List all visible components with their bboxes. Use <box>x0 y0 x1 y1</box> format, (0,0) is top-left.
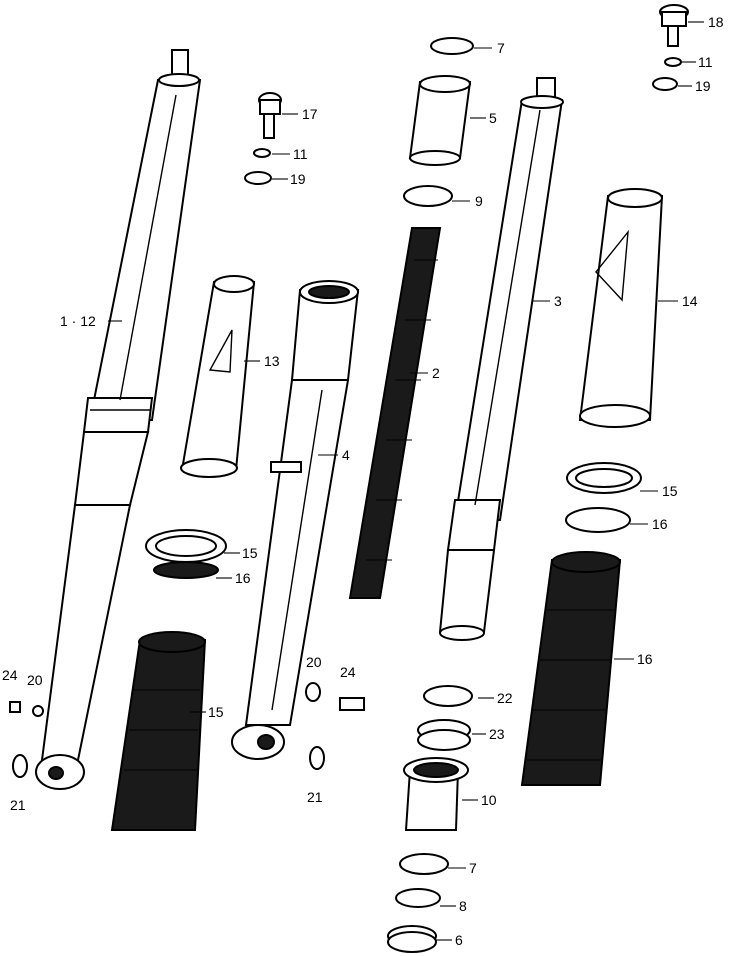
callout-19-top: 19 <box>695 78 711 94</box>
washer-top-right <box>652 77 678 91</box>
fork-tube-right <box>438 77 564 641</box>
callout-16-mid: 16 <box>235 570 251 586</box>
dust-boot-right <box>520 551 622 786</box>
callout-5: 5 <box>489 110 497 126</box>
callout-6: 6 <box>455 932 463 948</box>
callout-19-left: 19 <box>290 171 306 187</box>
washer-20-left <box>32 705 44 717</box>
nut-6 <box>387 925 437 953</box>
callout-9: 9 <box>475 193 483 209</box>
seal-holder-mid <box>145 529 227 579</box>
callout-11-top: 11 <box>698 54 713 70</box>
callout-4: 4 <box>342 447 350 463</box>
washer-21-left <box>12 754 28 778</box>
bushing-10 <box>403 757 469 831</box>
callout-1-12: 1 · 12 <box>60 313 96 329</box>
callout-18: 18 <box>708 14 724 30</box>
bushing <box>408 75 472 166</box>
o-ring-top <box>430 37 474 55</box>
callout-20-mid: 20 <box>306 654 322 670</box>
callout-13: 13 <box>264 353 280 369</box>
bushing-23 <box>417 719 471 751</box>
fork-slider <box>231 280 360 760</box>
callout-17: 17 <box>302 106 318 122</box>
ring-9 <box>403 185 453 207</box>
callout-11-left: 11 <box>293 146 308 162</box>
callout-labels: 7 18 11 19 5 17 11 19 9 3 14 1 · 12 13 2… <box>2 14 724 948</box>
callout-20-left: 20 <box>27 672 43 688</box>
callout-2: 2 <box>432 365 440 381</box>
fork-tube-left <box>35 49 202 790</box>
leader-lines <box>108 21 704 941</box>
callout-15-boot: 15 <box>208 704 224 720</box>
clip-8 <box>395 888 441 908</box>
o-ring-bottom <box>399 853 449 875</box>
callout-3: 3 <box>554 293 562 309</box>
screw-24-left <box>9 701 21 713</box>
callout-24-left: 24 <box>2 667 18 683</box>
drain-bolt-left <box>258 92 282 139</box>
callout-22: 22 <box>497 690 513 706</box>
washer-21-mid <box>309 746 325 770</box>
callout-21-left: 21 <box>10 797 26 813</box>
callout-24-mid: 24 <box>340 664 356 680</box>
o-ring-small-top <box>664 57 682 67</box>
callout-15-right: 15 <box>662 483 678 499</box>
callout-7-bottom: 7 <box>469 860 477 876</box>
washer-20-mid <box>305 682 321 702</box>
seal-holder-right-inner <box>575 468 633 488</box>
callout-23: 23 <box>489 726 505 742</box>
callout-8: 8 <box>459 898 467 914</box>
callout-15-mid: 15 <box>242 545 258 561</box>
callout-21-mid: 21 <box>307 789 323 805</box>
screw-24-mid <box>339 697 365 711</box>
callout-16-right: 16 <box>652 516 668 532</box>
washer-left <box>244 171 272 185</box>
fork-cover-left <box>180 275 256 478</box>
callout-10: 10 <box>481 792 497 808</box>
bolt-top-right <box>659 4 689 47</box>
callout-14: 14 <box>682 293 698 309</box>
callout-7-top: 7 <box>497 40 505 56</box>
seal-right <box>565 507 631 533</box>
callout-16-boot: 16 <box>637 651 653 667</box>
dust-boot-left <box>110 631 207 831</box>
fork-spring <box>348 227 442 599</box>
o-ring-small-left <box>253 148 271 158</box>
fork-cover-right <box>578 188 664 428</box>
ring-22 <box>423 685 473 707</box>
